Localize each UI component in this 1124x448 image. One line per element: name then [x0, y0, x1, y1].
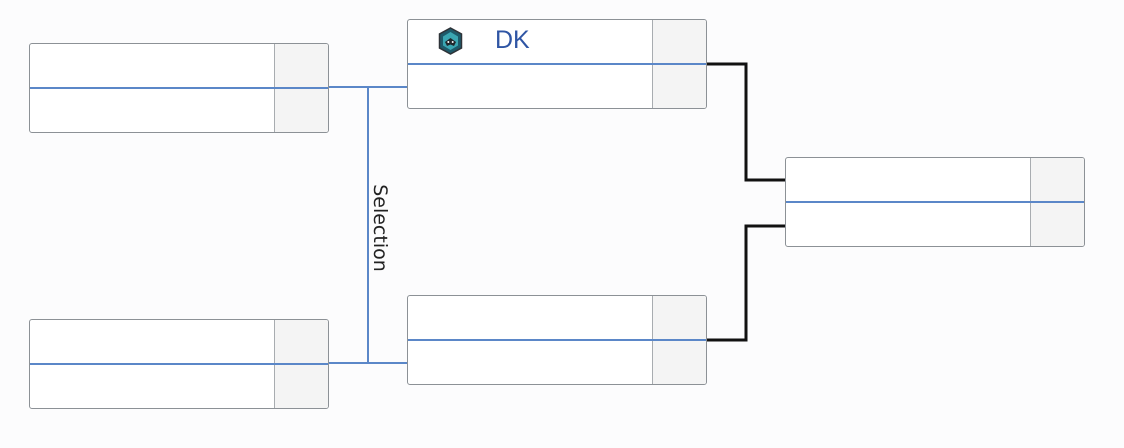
match-slot[interactable]: [30, 320, 328, 365]
match-slot[interactable]: DK: [408, 20, 706, 65]
score-box: [274, 89, 328, 132]
score-box: [652, 296, 706, 341]
match-divider: [408, 339, 706, 341]
match-slot[interactable]: [408, 296, 706, 341]
match-divider: [30, 363, 328, 365]
match-slot[interactable]: [30, 89, 328, 132]
score-box: [274, 365, 328, 408]
match-slot[interactable]: [30, 44, 328, 89]
match-slot[interactable]: [30, 365, 328, 408]
score-box: [652, 341, 706, 384]
connector-r2-top-to-final: [707, 62, 785, 182]
score-box: [652, 20, 706, 65]
match-divider: [30, 87, 328, 89]
team-name: DK: [495, 26, 530, 54]
match-r1-bottom[interactable]: [29, 319, 329, 409]
match-slot[interactable]: [408, 65, 706, 108]
score-box: [274, 44, 328, 89]
match-final[interactable]: [785, 157, 1085, 247]
score-box: [1030, 203, 1084, 246]
dk-logo-icon: [438, 27, 463, 55]
match-slot[interactable]: [786, 158, 1084, 203]
match-r1-top[interactable]: [29, 43, 329, 133]
match-divider: [786, 201, 1084, 203]
match-r2-top[interactable]: DK: [407, 19, 707, 109]
score-box: [274, 320, 328, 365]
round-label-selection: Selection: [369, 184, 391, 272]
score-box: [652, 65, 706, 108]
match-divider: [408, 63, 706, 65]
match-slot[interactable]: [408, 341, 706, 384]
match-slot[interactable]: [786, 203, 1084, 246]
connector-r2-bottom-to-final: [707, 224, 785, 342]
score-box: [1030, 158, 1084, 203]
match-r2-bottom[interactable]: [407, 295, 707, 385]
